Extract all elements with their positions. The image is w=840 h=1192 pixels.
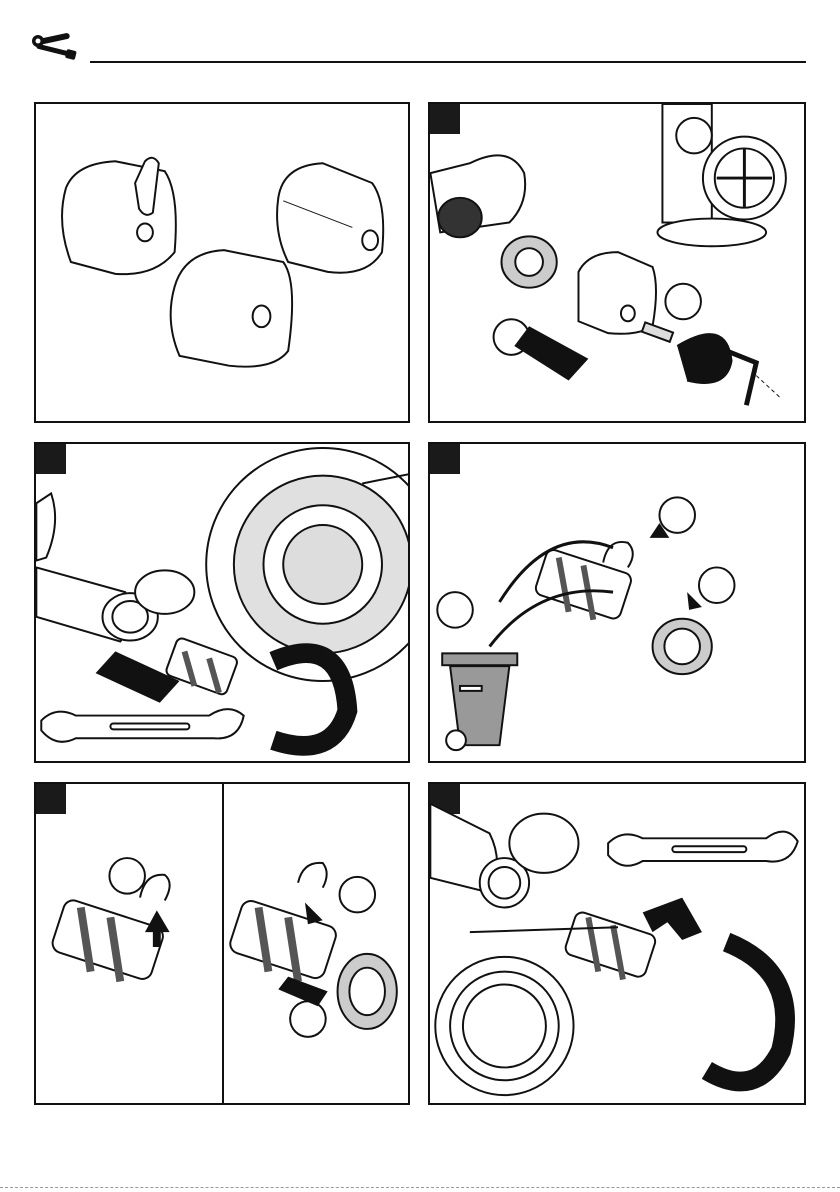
down-arrow-icon: [687, 592, 702, 610]
step-callout-circle: [665, 284, 701, 320]
panel-dispose-parts: [428, 442, 806, 763]
square-handle-middle: [171, 250, 292, 367]
page-edge-dashline: [0, 1187, 840, 1188]
remove-handle-illustration: [430, 104, 804, 421]
panel-unscrew-cartridge: [34, 442, 410, 763]
panel-replace-clip: [34, 782, 410, 1105]
step-callout-circle: [437, 592, 473, 628]
round-handle-left: [62, 161, 176, 274]
pull-arrow-icon: [514, 326, 588, 380]
step-callout-circle: [340, 877, 376, 913]
step-callout-circle: [676, 118, 712, 154]
step-callout-circle: [109, 858, 145, 894]
install-cartridge-illustration: [430, 784, 804, 1103]
panel-remove-handle: [428, 102, 806, 423]
step-callout-circle: [699, 567, 735, 603]
step-callout-circle: [290, 1001, 326, 1037]
panel-handles-overview: [34, 102, 410, 423]
header-rule: [90, 61, 806, 63]
replace-clip-illustration: [36, 784, 408, 1103]
step-callout-circle: [659, 497, 695, 533]
push-arrow-icon: [96, 651, 180, 702]
panel-install-cartridge: [428, 782, 806, 1105]
unscrew-cartridge-illustration: [36, 444, 408, 761]
push-arrow-icon: [643, 898, 702, 940]
wrench-screwdriver-icon: [30, 28, 80, 68]
round-handle-right: [277, 163, 383, 272]
dispose-parts-illustration: [430, 444, 804, 761]
handles-illustration: [36, 104, 408, 421]
down-arrow-icon: [305, 903, 323, 925]
